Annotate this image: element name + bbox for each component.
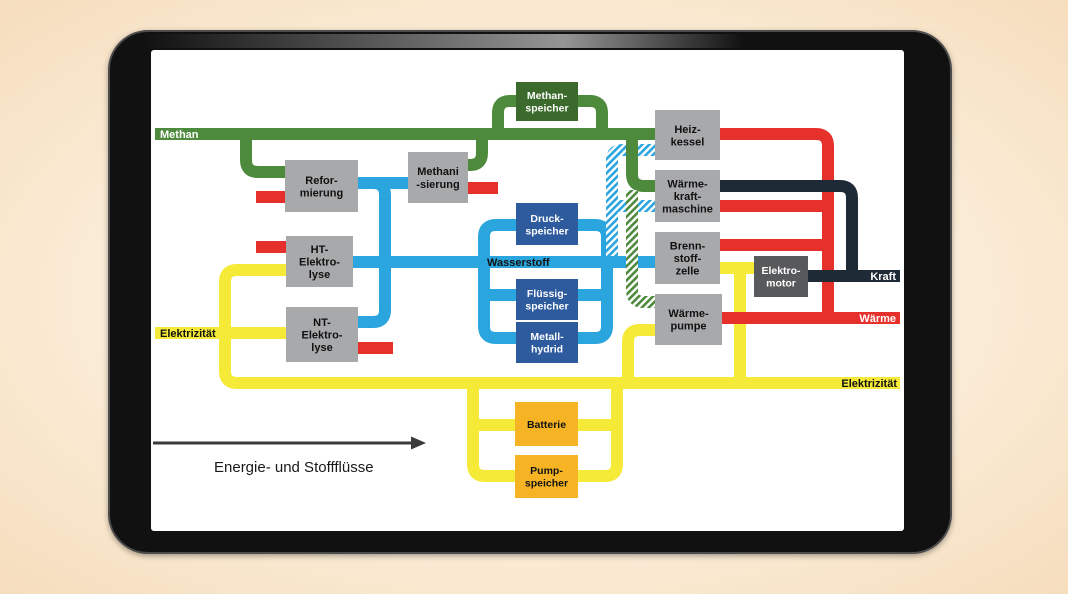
grid-to-heatpump-line — [622, 324, 655, 383]
node-label-line: Wärme- — [667, 179, 708, 191]
node-label-line: lyse — [309, 269, 330, 281]
node-waermepumpe: Wärme-pumpe — [655, 294, 722, 345]
node-label-line: zelle — [676, 266, 700, 278]
svg-text:Brenn-stoff-zelle: Brenn-stoff-zelle — [670, 241, 706, 278]
node-label-line: Elektro- — [761, 265, 801, 277]
storage-loop-left — [467, 383, 515, 482]
node-brennstoffzelle: Brenn-stoff-zelle — [655, 232, 720, 284]
node-ht-elektrolyse: HT-Elektro-lyse — [286, 236, 353, 287]
node-label-line: speicher — [525, 478, 568, 490]
node-label-line: maschine — [662, 204, 713, 216]
node-label-line: motor — [766, 278, 796, 290]
svg-text:Refor-mierung: Refor-mierung — [300, 175, 343, 200]
node-label-line: Methani — [417, 166, 459, 178]
node-fluessigspeicher: Flüssig-speicher — [516, 279, 578, 320]
node-label-line: Metall- — [530, 331, 564, 343]
hydrogen-collector-line — [358, 177, 391, 328]
svg-text:Methan-speicher: Methan-speicher — [525, 90, 568, 115]
flow-label-wasserstoff: Wasserstoff — [487, 257, 550, 269]
hydrogen-storage-loop-left — [478, 219, 516, 344]
node-batterie: Batterie — [515, 402, 578, 446]
node-label-line: kessel — [671, 137, 705, 149]
node-label-line: Elektro- — [302, 330, 343, 342]
power-lines — [720, 180, 900, 282]
flow-label-waerme: Wärme — [859, 313, 896, 325]
node-label-line: stoff- — [674, 253, 702, 265]
legend-arrow-head-icon — [411, 436, 426, 450]
storage-loop-right — [578, 383, 623, 482]
node-methanisierung: Methani-sierung — [408, 152, 468, 203]
node-label-line: Druck- — [530, 213, 564, 225]
methane-storage-loop-left — [492, 95, 516, 134]
svg-text:Wärme-kraft-maschine: Wärme-kraft-maschine — [662, 179, 713, 216]
node-label-line: Pump- — [530, 465, 563, 477]
svg-text:Metall-hydrid: Metall-hydrid — [530, 331, 564, 356]
node-label-line: HT- — [311, 244, 329, 256]
node-label-line: pumpe — [670, 321, 706, 333]
node-label-line: Flüssig- — [527, 288, 568, 300]
chp-power-line — [720, 180, 858, 276]
svg-text:Pump-speicher: Pump-speicher — [525, 465, 568, 490]
node-label-line: mierung — [300, 188, 343, 200]
node-elektromotor: Elektro-motor — [754, 256, 808, 297]
node-label-line: speicher — [525, 226, 568, 238]
node-label-line: -sierung — [416, 179, 459, 191]
hydrogen-storage-loop-right — [578, 219, 613, 344]
node-reformierung: Refor-mierung — [285, 160, 358, 212]
node-methanspeicher: Methan-speicher — [516, 82, 578, 121]
methanation-to-main-line — [464, 134, 488, 171]
svg-text:Flüssig-speicher: Flüssig-speicher — [525, 288, 568, 313]
node-label-line: kraft- — [674, 191, 702, 203]
svg-text:NT-Elektro-lyse: NT-Elektro-lyse — [302, 317, 343, 354]
node-label-line: speicher — [525, 301, 568, 313]
methane-to-chp-line — [626, 134, 655, 192]
methane-admix-line — [626, 190, 655, 308]
node-label-line: Brenn- — [670, 241, 706, 253]
node-label-line: Batterie — [527, 419, 566, 431]
node-label-line: speicher — [525, 103, 568, 115]
methane-storage-loop-right — [578, 95, 608, 134]
svg-text:Batterie: Batterie — [527, 419, 566, 431]
flow-label-kraft: Kraft — [870, 271, 896, 283]
flow-label-methan: Methan — [160, 129, 199, 141]
node-druckspeicher: Druck-speicher — [516, 203, 578, 245]
hydrogen-lines — [353, 144, 655, 344]
svg-text:Elektro-motor: Elektro-motor — [761, 265, 801, 290]
svg-text:Druck-speicher: Druck-speicher — [525, 213, 568, 238]
node-metallhydrid: Metall-hydrid — [516, 322, 578, 363]
node-label-line: lyse — [311, 342, 332, 354]
node-label-line: Methan- — [527, 90, 568, 102]
flow-label-elektrizitaet-right: Elektrizität — [841, 378, 897, 390]
node-nt-elektrolyse: NT-Elektro-lyse — [286, 307, 358, 362]
node-label-line: NT- — [313, 317, 331, 329]
node-label-line: Wärme- — [668, 308, 709, 320]
boiler-heat-line — [720, 128, 834, 318]
legend-label: Energie- und Stoffflüsse — [214, 459, 374, 476]
electricity-main-loop — [219, 264, 900, 389]
electricity-lines — [155, 262, 900, 482]
tablet-glare — [144, 34, 744, 48]
svg-text:Heiz-kessel: Heiz-kessel — [671, 124, 705, 149]
node-waermekraftmaschine: Wärme-kraft-maschine — [655, 170, 720, 222]
methane-to-reforming-line — [240, 134, 285, 178]
node-pumpspeicher: Pump-speicher — [515, 455, 578, 498]
hydrogen-admix-line-top — [606, 144, 655, 256]
flow-label-elektrizitaet-left: Elektrizität — [160, 328, 216, 340]
legend: Energie- und Stoffflüsse — [153, 436, 426, 476]
node-heizkessel: Heiz-kessel — [655, 110, 720, 160]
node-label-line: hydrid — [531, 344, 563, 356]
heat-lines — [256, 128, 900, 354]
svg-text:Methani-sierung: Methani-sierung — [416, 166, 459, 191]
node-label-line: Elektro- — [299, 257, 340, 269]
methane-lines — [155, 95, 655, 308]
svg-text:HT-Elektro-lyse: HT-Elektro-lyse — [299, 244, 340, 281]
node-label-line: Refor- — [305, 175, 338, 187]
node-label-line: Heiz- — [674, 124, 701, 136]
svg-text:Wärme-pumpe: Wärme-pumpe — [668, 308, 709, 333]
